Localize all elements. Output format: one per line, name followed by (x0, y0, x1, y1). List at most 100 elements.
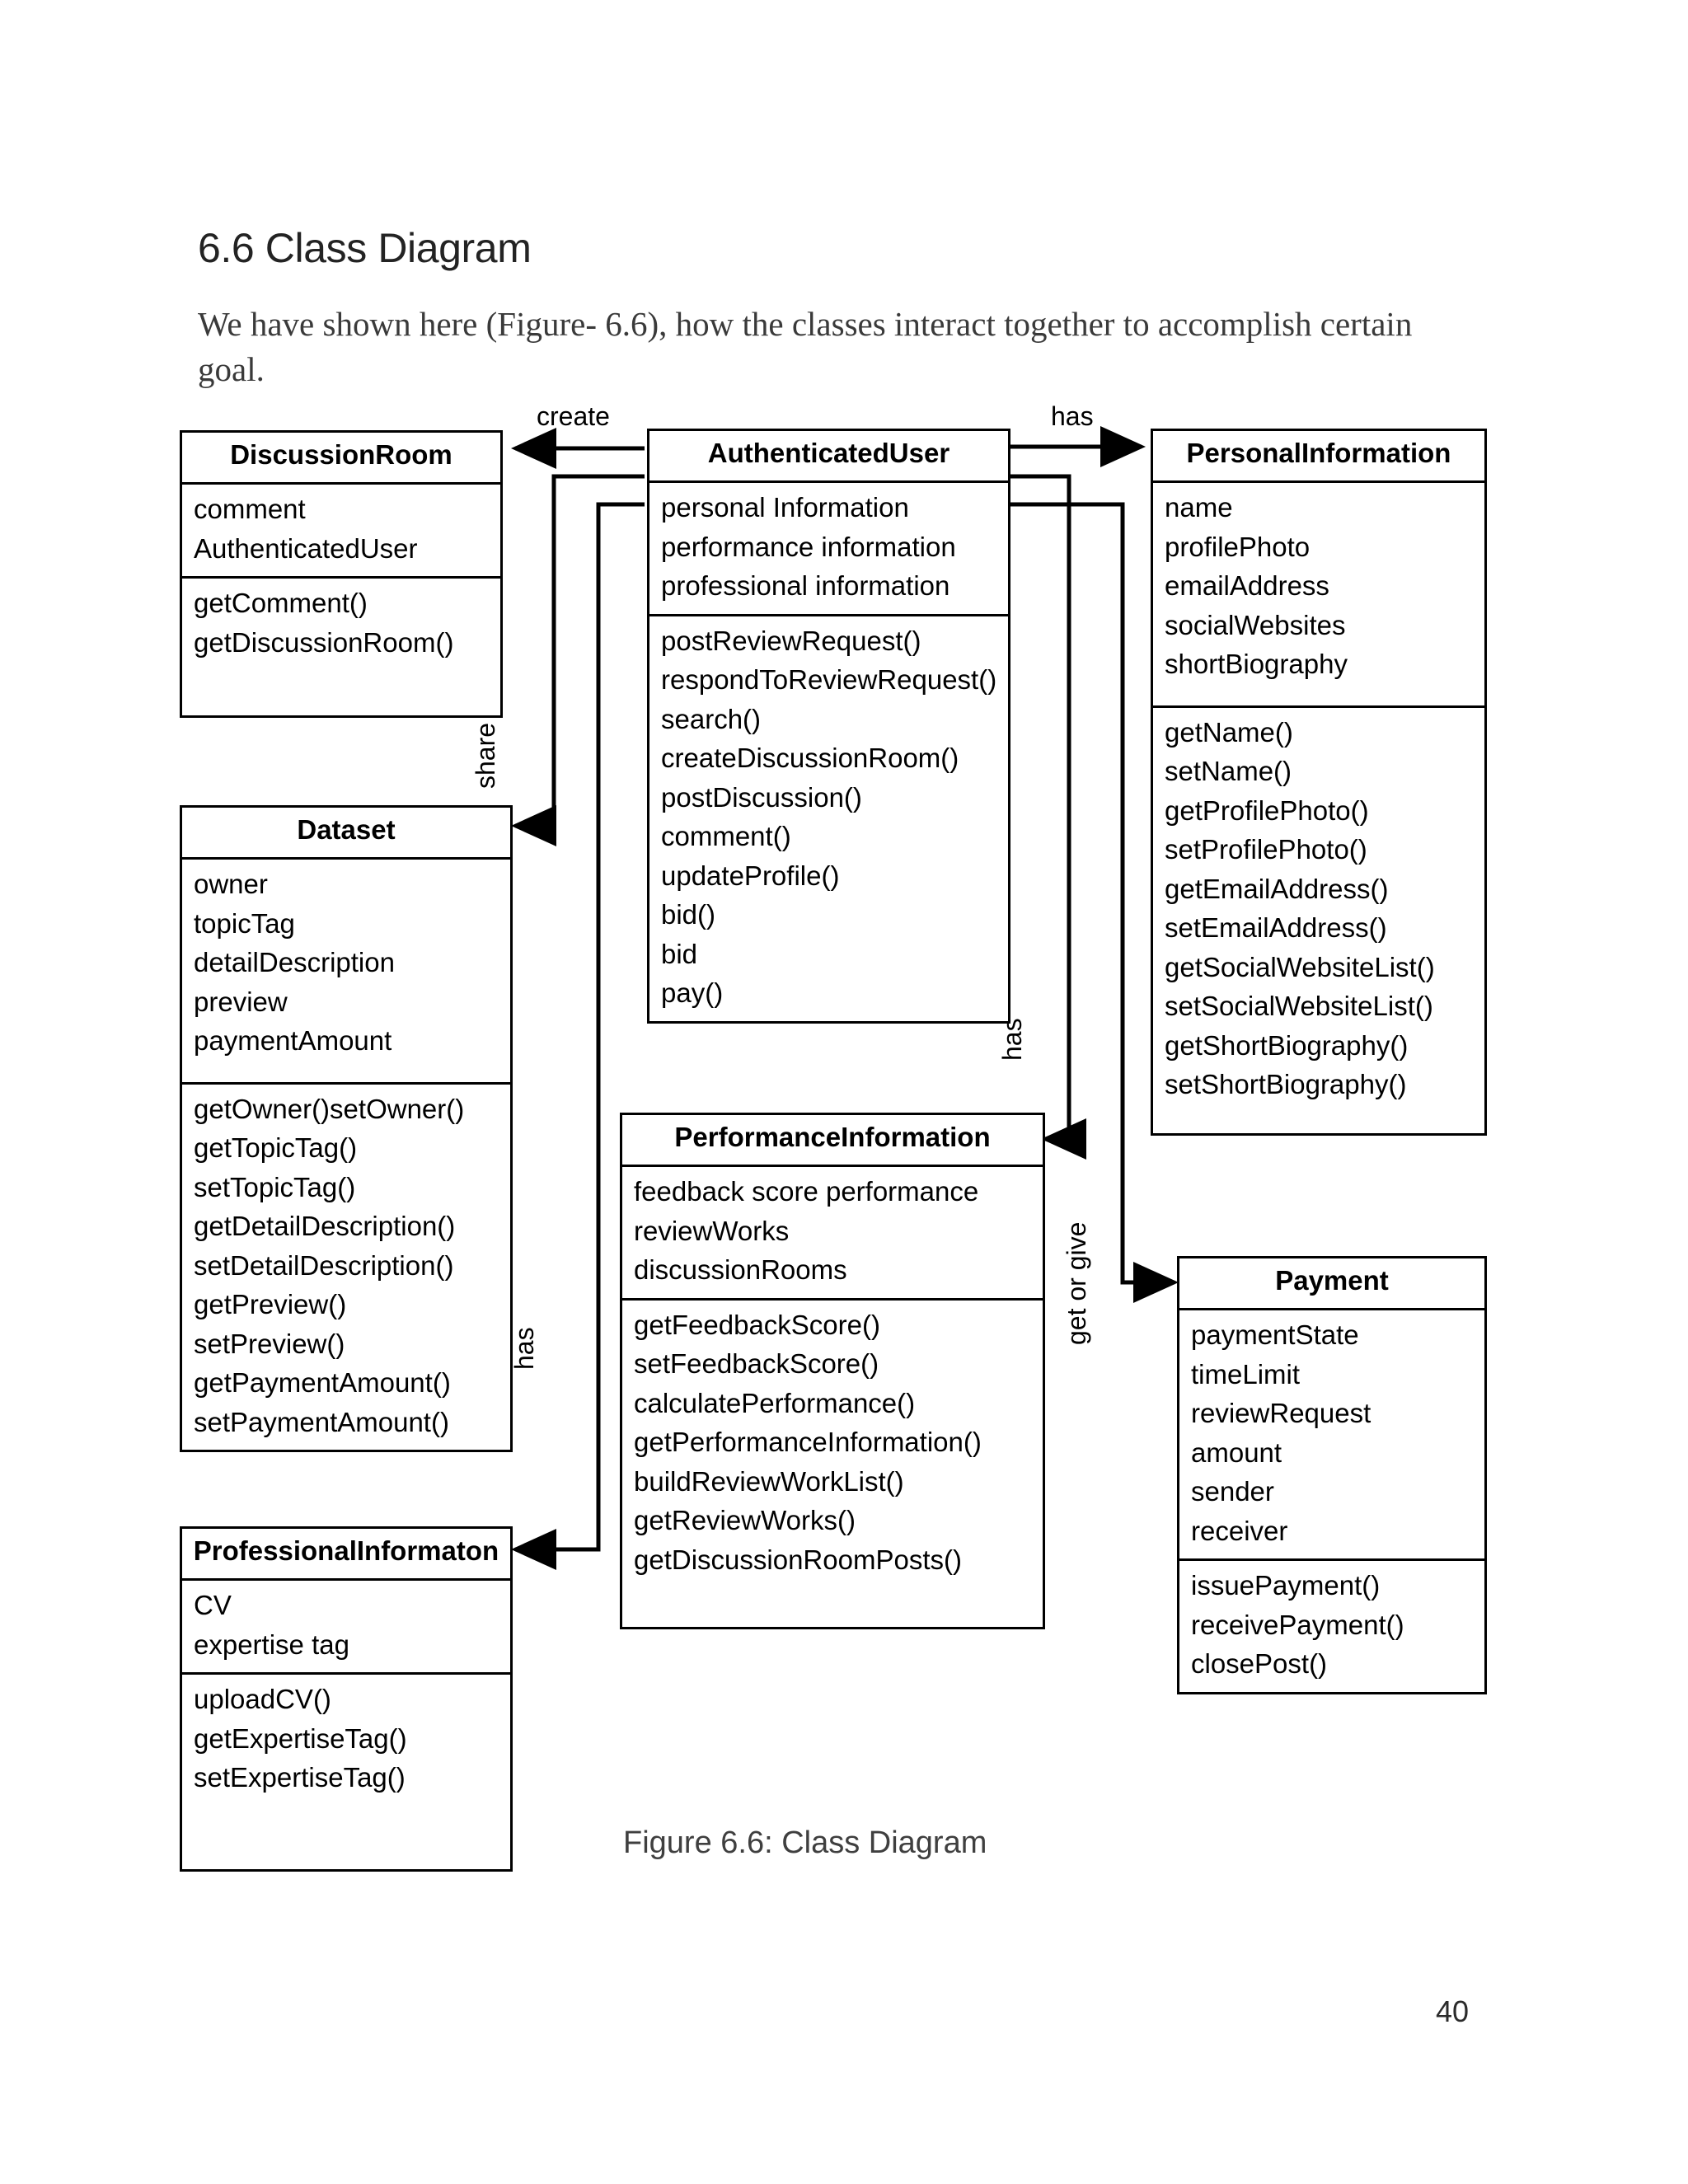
edge-label-get-or-give: get or give (1062, 1221, 1091, 1345)
page-title: 6.6 Class Diagram (198, 224, 532, 271)
method-row: respondToReviewRequest() (661, 664, 997, 696)
attribute-row: topicTag (194, 907, 295, 939)
method-row: calculatePerformance() (634, 1387, 916, 1418)
class-box-personal-information[interactable]: PersonalInformation name profilePhoto em… (1151, 429, 1487, 1136)
method-row: getTopicTag() (194, 1132, 358, 1164)
class-box-professional-informaton[interactable]: ProfessionalInformaton CV expertise tag … (180, 1526, 513, 1872)
method-row: setPreview() (194, 1328, 345, 1359)
method-row: createDiscussionRoom() (661, 743, 959, 774)
attribute-row: paymentState (1191, 1319, 1359, 1350)
class-name-authenticated-user: AuthenticatedUser (649, 431, 1008, 483)
methods-compartment: uploadCV() getExpertiseTag() setExpertis… (182, 1675, 510, 1869)
attribute-row: amount (1191, 1436, 1282, 1468)
method-row: setSocialWebsiteList() (1165, 991, 1433, 1022)
class-name-performance-information: PerformanceInformation (622, 1115, 1043, 1167)
method-row: getEmailAddress() (1165, 873, 1389, 904)
method-row: getProfilePhoto() (1165, 794, 1369, 826)
method-row: getDiscussionRoomPosts() (634, 1544, 962, 1575)
attributes-compartment: feedback score performance reviewWorks d… (622, 1167, 1043, 1301)
methods-compartment: postReviewRequest() respondToReviewReque… (649, 616, 1008, 1021)
method-row: comment() (661, 821, 791, 852)
method-row: setShortBiography() (1165, 1069, 1407, 1100)
attribute-row: professional information (661, 570, 950, 602)
method-row: postDiscussion() (661, 781, 862, 813)
attribute-row: receiver (1191, 1515, 1288, 1546)
attribute-row: reviewWorks (634, 1215, 790, 1246)
attributes-compartment: owner topicTag detailDescription preview… (182, 860, 510, 1085)
class-box-dataset[interactable]: Dataset owner topicTag detailDescription… (180, 805, 513, 1453)
method-row: getPreview() (194, 1289, 347, 1320)
attribute-row: name (1165, 492, 1233, 523)
class-name-discussion-room: DiscussionRoom (182, 433, 500, 485)
method-row: closePost() (1191, 1648, 1328, 1680)
attributes-compartment: CV expertise tag (182, 1581, 510, 1675)
method-row: getExpertiseTag() (194, 1722, 407, 1754)
attribute-row: feedback score performance (634, 1176, 979, 1207)
class-name-dataset: Dataset (182, 808, 510, 860)
method-row: updateProfile() (661, 860, 840, 891)
method-row: issuePayment() (1191, 1570, 1381, 1601)
edge-label-has-performance: has (997, 1018, 1027, 1061)
attributes-compartment: personal Information performance informa… (649, 483, 1008, 616)
attribute-row: comment (194, 494, 306, 524)
method-row: setEmailAddress() (1165, 912, 1387, 944)
method-row: setProfilePhoto() (1165, 834, 1367, 865)
class-box-performance-information[interactable]: PerformanceInformation feedback score pe… (620, 1113, 1045, 1629)
method-row: buildReviewWorkList() (634, 1465, 904, 1497)
class-name-professional-informaton: ProfessionalInformaton (182, 1529, 510, 1581)
methods-compartment: getOwner()setOwner() getTopicTag() setTo… (182, 1085, 510, 1451)
method-row: getFeedbackScore() (634, 1309, 880, 1340)
method-row: receivePayment() (1191, 1609, 1404, 1640)
class-box-discussion-room[interactable]: DiscussionRoom comment AuthenticatedUser… (180, 430, 503, 719)
class-box-authenticated-user[interactable]: AuthenticatedUser personal Information p… (647, 429, 1010, 1024)
edge-label-has-professional: has (509, 1327, 539, 1370)
attributes-compartment: paymentState timeLimit reviewRequest amo… (1179, 1310, 1484, 1562)
attribute-row: expertise tag (194, 1629, 349, 1660)
method-row: setFeedbackScore() (634, 1348, 879, 1380)
attribute-row: detailDescription (194, 947, 395, 978)
method-row: getSocialWebsiteList() (1165, 951, 1435, 982)
attribute-row: paymentAmount (194, 1025, 392, 1057)
method-row: getPaymentAmount() (194, 1367, 451, 1399)
attribute-row: emailAddress (1165, 570, 1329, 602)
method-row: getDiscussionRoom() (194, 626, 454, 658)
attributes-compartment: name profilePhoto emailAddress socialWeb… (1153, 483, 1484, 708)
attribute-row: preview (194, 986, 288, 1017)
method-row: setPaymentAmount() (194, 1406, 449, 1437)
intro-paragraph: We have shown here (Figure- 6.6), how th… (198, 305, 1413, 388)
attribute-row: performance information (661, 531, 956, 562)
attribute-row: reviewRequest (1191, 1398, 1372, 1429)
methods-compartment: issuePayment() receivePayment() closePos… (1179, 1561, 1484, 1692)
attribute-row: AuthenticatedUser (194, 532, 418, 564)
method-row: getPerformanceInformation() (634, 1427, 982, 1458)
method-row: uploadCV() (194, 1684, 331, 1715)
methods-compartment: getFeedbackScore() setFeedbackScore() ca… (622, 1301, 1043, 1627)
attribute-row: CV (194, 1590, 232, 1620)
method-row: getReviewWorks() (634, 1505, 856, 1536)
method-row: getComment() (194, 588, 368, 619)
class-box-payment[interactable]: Payment paymentState timeLimit reviewReq… (1177, 1256, 1487, 1694)
connector-share (511, 474, 645, 846)
attribute-row: shortBiography (1165, 649, 1348, 680)
attribute-row: timeLimit (1191, 1358, 1301, 1390)
method-row: setExpertiseTag() (194, 1762, 406, 1793)
class-name-payment: Payment (1179, 1258, 1484, 1310)
method-row: getShortBiography() (1165, 1029, 1409, 1061)
method-row: search() (661, 703, 762, 734)
attribute-row: profilePhoto (1165, 531, 1311, 562)
attribute-row: socialWebsites (1165, 609, 1346, 640)
method-row: getName() (1165, 716, 1293, 748)
figure-caption: Figure 6.6: Class Diagram (623, 1825, 987, 1860)
class-name-personal-information: PersonalInformation (1153, 431, 1484, 483)
method-row: setDetailDescription() (194, 1249, 454, 1281)
page-number: 40 (1436, 1994, 1470, 2028)
edge-label-create: create (537, 401, 610, 431)
attribute-row: discussionRooms (634, 1254, 847, 1286)
edge-label-has-personal: has (1051, 401, 1094, 431)
method-row: pay() (661, 977, 724, 1009)
attributes-compartment: comment AuthenticatedUser (182, 485, 500, 579)
methods-compartment: getComment() getDiscussionRoom() (182, 579, 500, 715)
attribute-row: sender (1191, 1476, 1274, 1507)
method-row: getDetailDescription() (194, 1211, 456, 1242)
